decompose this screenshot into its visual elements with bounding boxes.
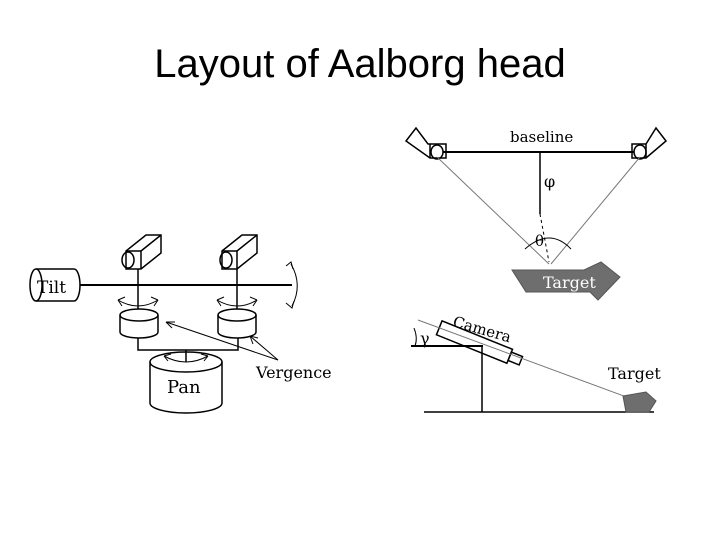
pan-rotation-arrow xyxy=(163,353,209,363)
tilt-rotation-arrow xyxy=(285,261,298,309)
right-vergence-motor xyxy=(217,308,257,339)
vergence-rotation-arrow-left xyxy=(117,296,159,307)
tilt-target xyxy=(622,391,657,413)
camera-platform xyxy=(137,338,239,351)
pan-label: Pan xyxy=(167,377,201,398)
tilt-target-label: Target xyxy=(608,364,661,383)
baseline-geometry: baseline φ θ Target xyxy=(404,126,668,301)
phi-label: φ xyxy=(544,172,555,191)
baseline-label: baseline xyxy=(510,128,573,146)
theta-arc xyxy=(524,237,572,250)
right-sight-line xyxy=(550,156,641,265)
vergence-pointer-arrows xyxy=(165,321,279,361)
tilt-geometry: γ Camera Target xyxy=(411,313,661,413)
gamma-label: γ xyxy=(420,329,430,348)
tilt-label: Tilt xyxy=(37,278,66,298)
left-sight-line xyxy=(436,156,550,265)
slide-title: Layout of Aalborg head xyxy=(154,42,566,86)
camera-label: Camera xyxy=(451,313,513,347)
left-camera xyxy=(121,234,162,270)
left-vergence-motor xyxy=(119,308,159,339)
baseline-left-camera xyxy=(404,126,447,160)
pan-cylinder: Pan xyxy=(149,351,223,414)
baseline-target xyxy=(511,261,621,301)
baseline-right-camera xyxy=(631,126,668,160)
vergence-label: Vergence xyxy=(255,363,332,382)
right-camera xyxy=(219,234,258,270)
camera-sight-line xyxy=(417,319,641,403)
tilt-cylinder: Tilt xyxy=(29,268,81,302)
pan-tilt-mechanism: Tilt xyxy=(29,234,332,414)
theta-label: θ xyxy=(535,232,544,250)
vergence-rotation-arrow-right xyxy=(216,296,258,307)
gamma-arc xyxy=(413,327,417,347)
baseline-target-label: Target xyxy=(543,273,596,292)
